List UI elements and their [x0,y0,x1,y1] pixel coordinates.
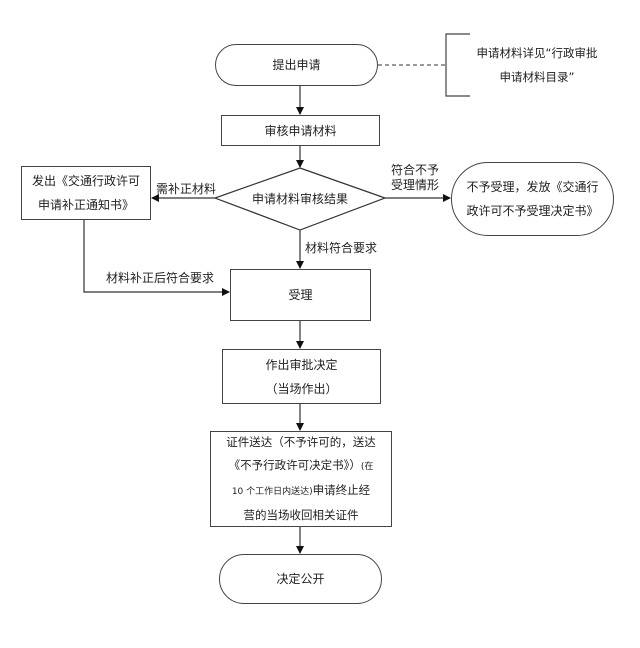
deliver-line-3-small: 10 个工作日内送达) [231,487,313,497]
reject-case-line-1: 符合不予 [391,163,440,177]
approval-decision-box: 作出审批决定 （当场作出） [222,349,381,404]
edge-label-needs-supplement: 需补正材料 [156,182,217,196]
deliver-line-3: 10 个工作日内送达)申请终止经 [232,479,370,504]
reject-line-2: 政许可不予受理决定书》 [466,204,599,218]
start-label: 提出申请 [272,58,321,72]
edge-label-meets-requirements: 材料符合要求 [305,241,378,255]
supplement-notice-box: 发出《交通行政许可 申请补正通知书》 [21,166,151,220]
decide-line-2: （当场作出） [265,381,338,396]
deliver-line-2-small: (在 [360,462,374,472]
end-terminal: 决定公开 [219,554,382,604]
review-box: 审核申请材料 [221,115,380,146]
deliver-line-2: 《不予行政许可决定书》）(在 [229,454,374,479]
annotation-line-1: 申请材料详见“行政审批 [476,46,598,60]
certificate-delivery-box: 证件送达（不予许可的，送达 《不予行政许可决定书》）(在 10 个工作日内送达)… [210,431,392,527]
annotation-bracket [445,33,470,97]
deliver-line-3-main: 申请终止经 [312,483,371,497]
end-label: 决定公开 [276,572,325,586]
accept-label: 受理 [288,288,313,302]
edge-supplement-accept [83,220,230,296]
annotation-line-2: 申请材料目录” [499,70,575,84]
annotation-note: 申请材料详见“行政审批 申请材料目录” [452,41,622,89]
decision-label: 申请材料审核结果 [251,192,348,206]
review-label: 审核申请材料 [264,123,337,138]
reject-terminal: 不予受理，发放《交通行 政许可不予受理决定书》 [451,162,614,236]
edge-label-supplemented-ok: 材料补正后符合要求 [106,271,215,285]
supplement-line-1: 发出《交通行政许可 [31,174,140,188]
reject-line-1: 不予受理，发放《交通行 [466,180,599,194]
decide-line-1: 作出审批决定 [265,357,338,372]
reject-case-line-2: 受理情形 [391,178,440,192]
deliver-line-4: 营的当场收回相关证件 [243,508,359,522]
deliver-line-2-main: 《不予行政许可决定书》） [228,458,361,472]
accept-box: 受理 [230,269,371,321]
start-terminal: 提出申请 [215,44,378,86]
edge-label-reject-case: 符合不予 受理情形 [391,163,439,193]
deliver-line-1: 证件送达（不予许可的，送达 [226,435,376,449]
supplement-line-2: 申请补正通知书》 [37,198,134,212]
